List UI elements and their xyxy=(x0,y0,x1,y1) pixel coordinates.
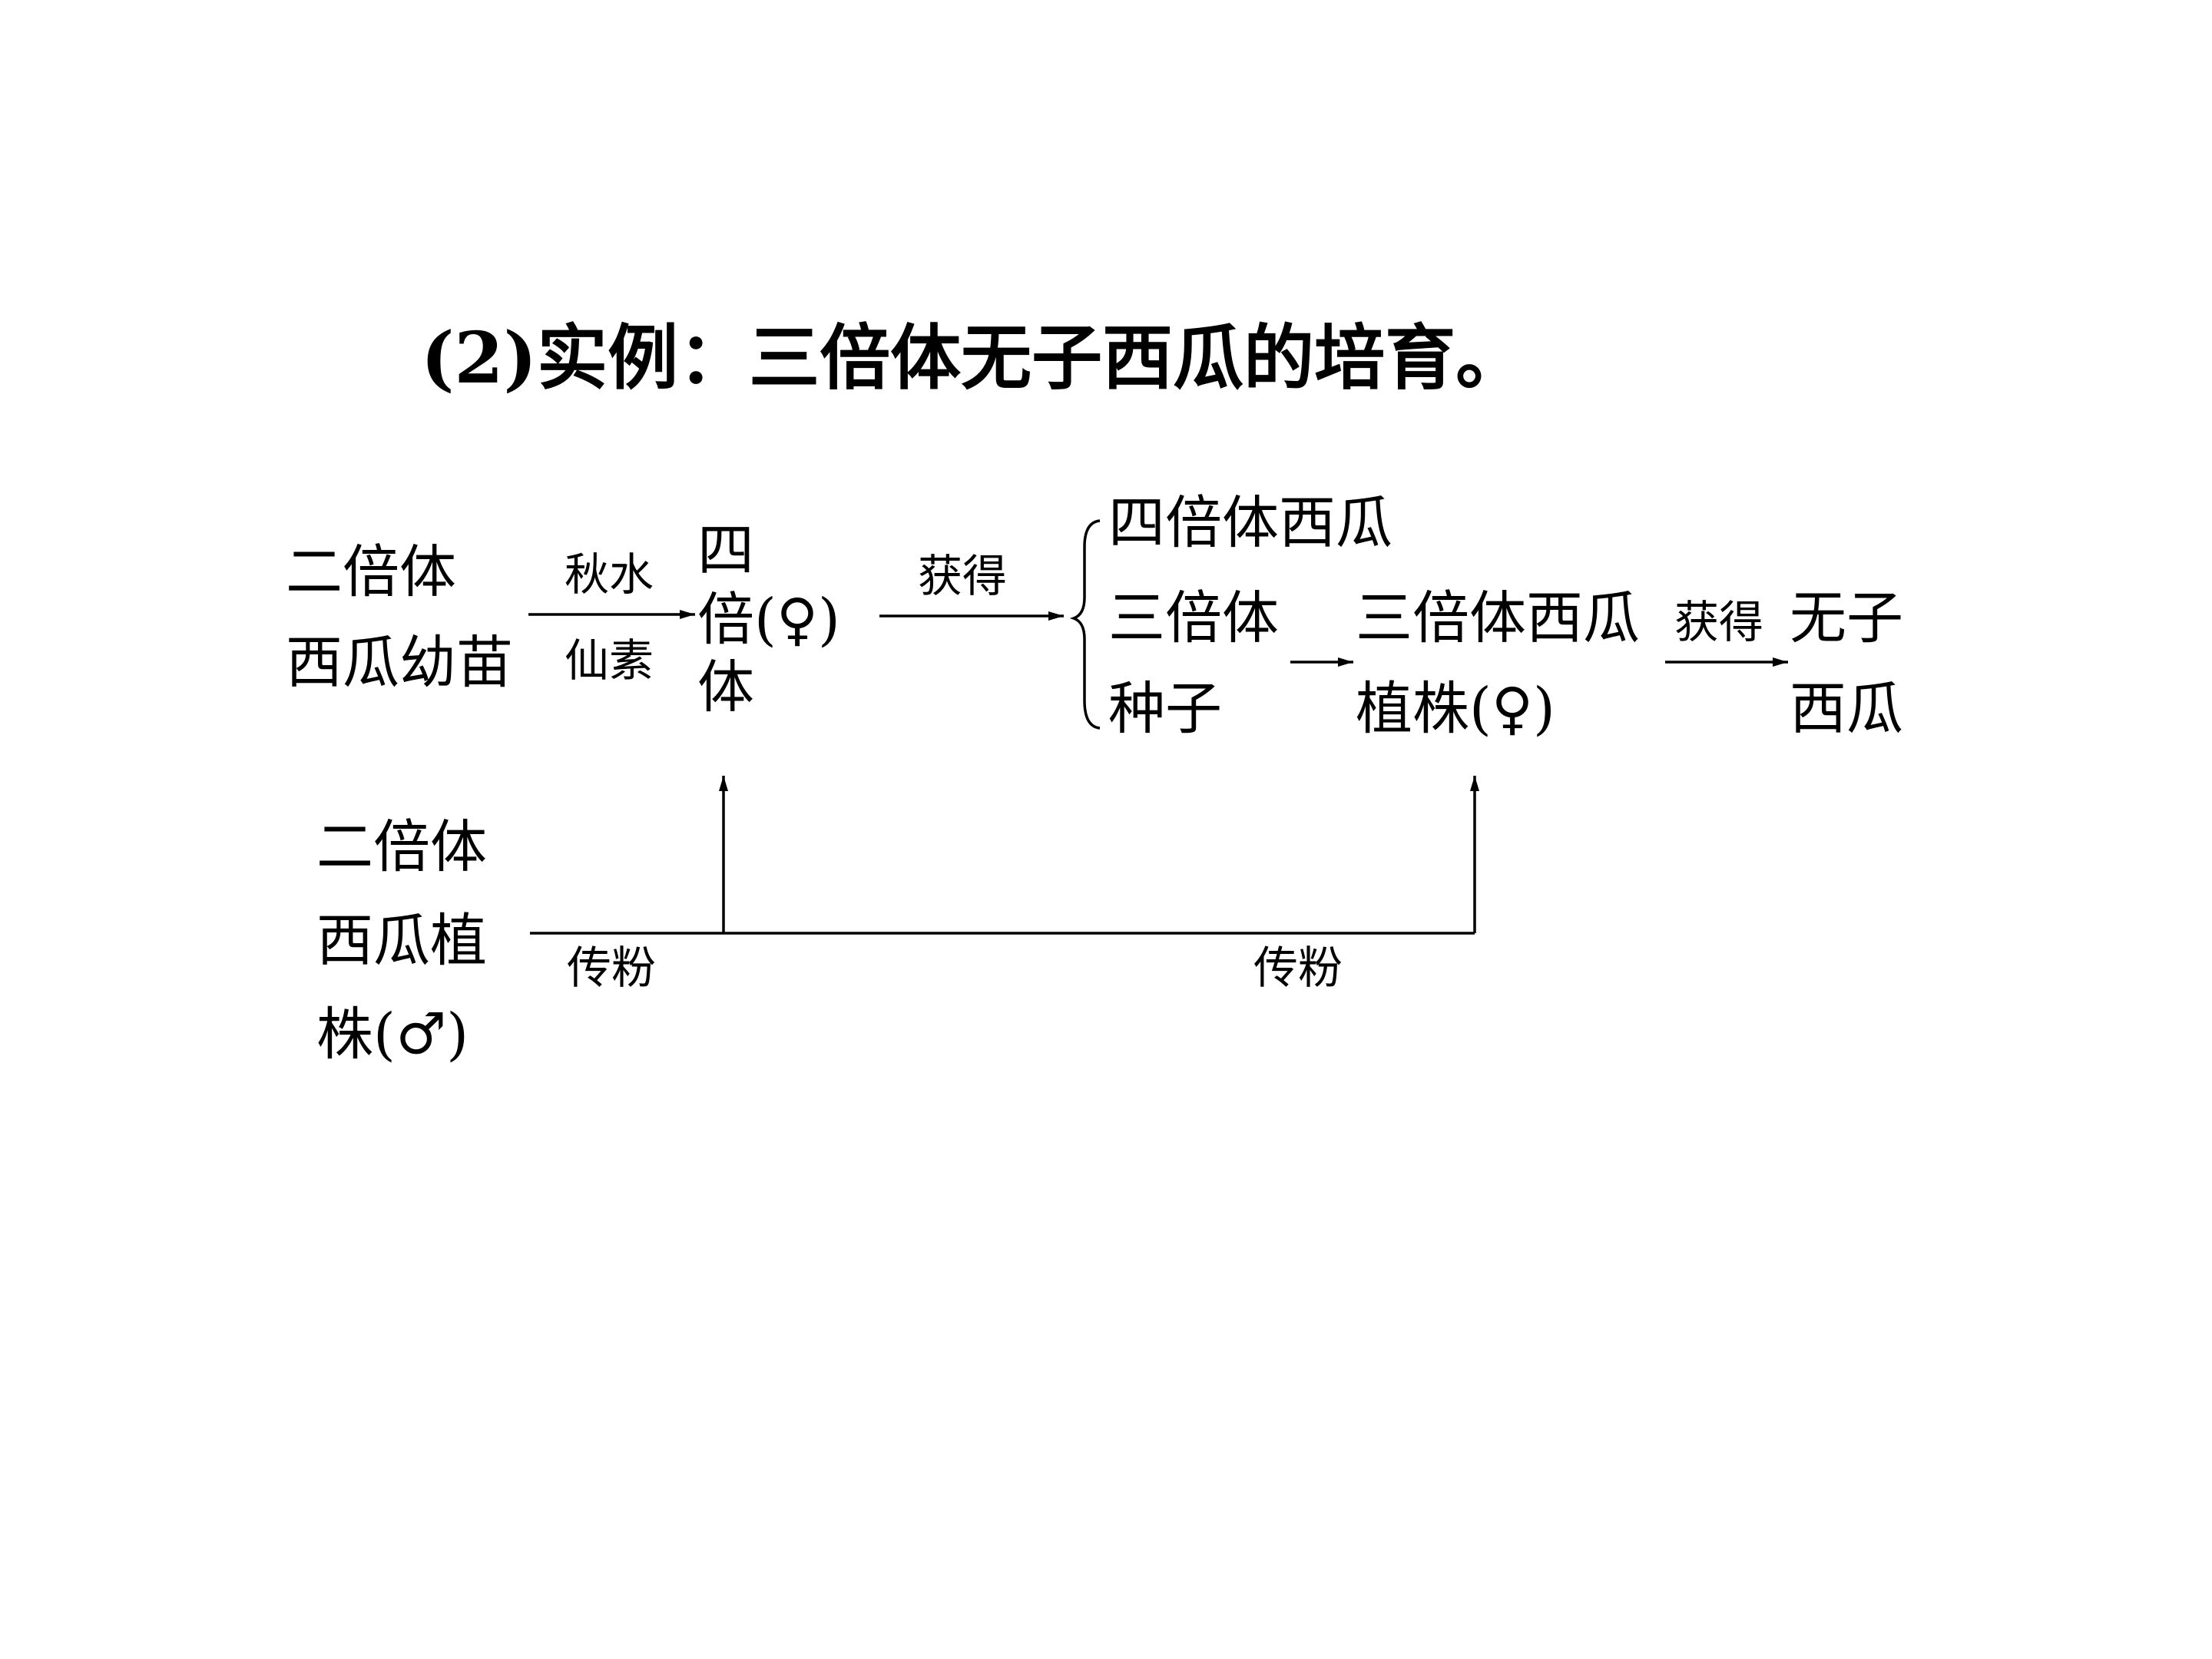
edge-obtain-1: 获得 xyxy=(879,550,1064,621)
tetraploid-line2: 倍(♀) xyxy=(697,587,840,653)
node-tetraploid-melon: 四倍体西瓜 xyxy=(1108,490,1392,556)
node-tetraploid: 四 倍(♀) 体 xyxy=(697,518,840,720)
obtain-label-1: 获得 xyxy=(918,550,1007,602)
node-triploid-seed: 三倍体 种子 xyxy=(1108,585,1279,742)
node-seedless-melon: 无子 西瓜 xyxy=(1790,585,1903,742)
diploid-seedling-line1: 二倍体 xyxy=(286,539,456,605)
triploid-plant-line1: 三倍体西瓜 xyxy=(1356,585,1640,651)
product-brace xyxy=(1069,519,1101,730)
obtain-label-2: 获得 xyxy=(1674,596,1763,648)
pollinate-label-1: 传粉 xyxy=(567,942,656,994)
node-diploid-seedling: 二倍体 西瓜幼苗 xyxy=(286,539,513,696)
triploid-plant-line2: 植株(♀) xyxy=(1356,676,1555,742)
diploid-plant-line2: 西瓜植 xyxy=(316,908,487,974)
seedless-melon-line2: 西瓜 xyxy=(1790,676,1903,742)
page-title: (2)实例：三倍体无子西瓜的培育。 xyxy=(421,316,1527,399)
diploid-plant-line3: 株(♂) xyxy=(316,1002,469,1068)
diploid-plant-line1: 二倍体 xyxy=(316,814,487,880)
edge-obtain-2: 获得 xyxy=(1665,596,1788,667)
tetraploid-line1: 四 xyxy=(697,518,754,584)
triploid-seed-line2: 种子 xyxy=(1108,676,1222,742)
node-triploid-plant: 三倍体西瓜 植株(♀) xyxy=(1356,585,1640,742)
colchicine-label-bottom: 仙素 xyxy=(565,634,654,687)
edge-pollination: 传粉 传粉 xyxy=(530,776,1479,994)
edge-colchicine: 秋水 仙素 xyxy=(528,548,695,687)
triploid-seed-line1: 三倍体 xyxy=(1108,585,1279,651)
node-diploid-plant: 二倍体 西瓜植 株(♂) xyxy=(316,814,487,1068)
colchicine-label-top: 秋水 xyxy=(565,548,654,601)
tetraploid-line3: 体 xyxy=(697,654,754,720)
pollinate-label-2: 传粉 xyxy=(1253,942,1343,994)
seedless-melon-line1: 无子 xyxy=(1790,585,1903,651)
diploid-seedling-line2: 西瓜幼苗 xyxy=(286,630,513,696)
